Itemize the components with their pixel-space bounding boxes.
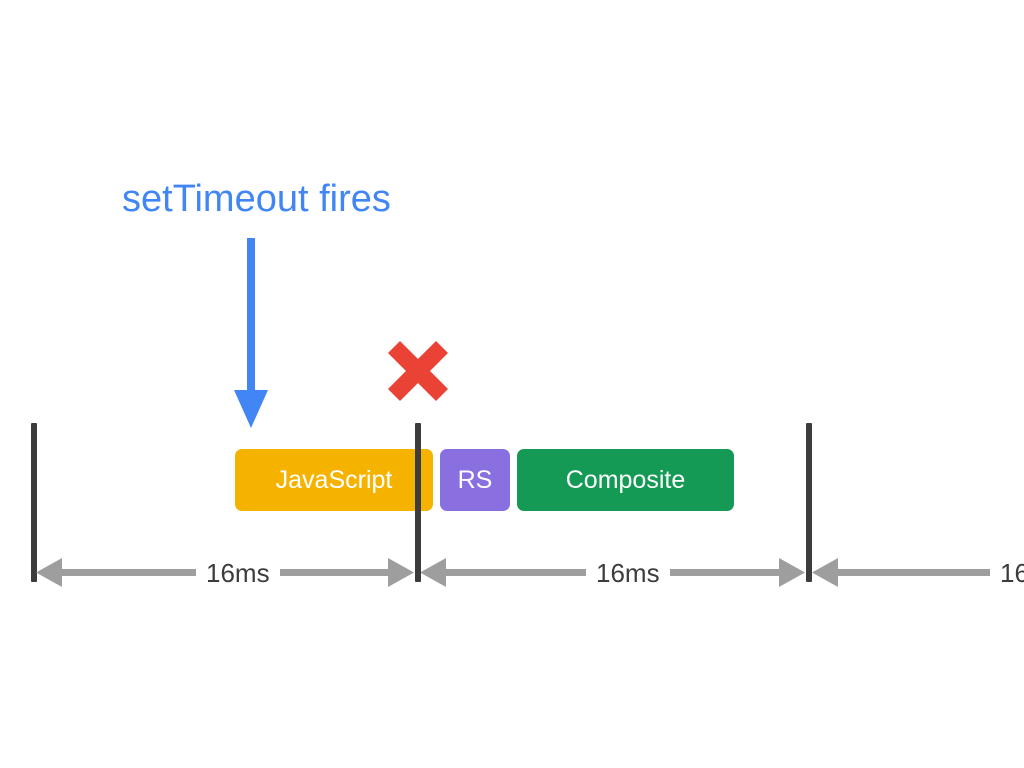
close-icon <box>384 337 452 405</box>
task-bar-rs-label: RS <box>457 465 493 494</box>
interval-label-1: 16ms <box>586 556 670 590</box>
interval-label-0: 16ms <box>196 556 280 590</box>
frame-boundary-tick-1 <box>415 423 421 582</box>
frame-boundary-tick-2 <box>806 423 812 582</box>
task-bar-javascript-label: JavaScript <box>275 465 393 494</box>
task-bar-javascript: JavaScript <box>235 449 433 511</box>
task-bar-rs: RS <box>440 449 510 511</box>
annotation-label: setTimeout fires <box>122 178 391 220</box>
task-bar-composite-label: Composite <box>565 465 686 494</box>
interval-arrow-2 <box>812 552 1024 594</box>
interval-label-2: 16 <box>990 556 1024 590</box>
frame-boundary-tick-0 <box>31 423 37 582</box>
down-arrow-icon <box>232 238 270 428</box>
task-bar-composite: Composite <box>517 449 734 511</box>
